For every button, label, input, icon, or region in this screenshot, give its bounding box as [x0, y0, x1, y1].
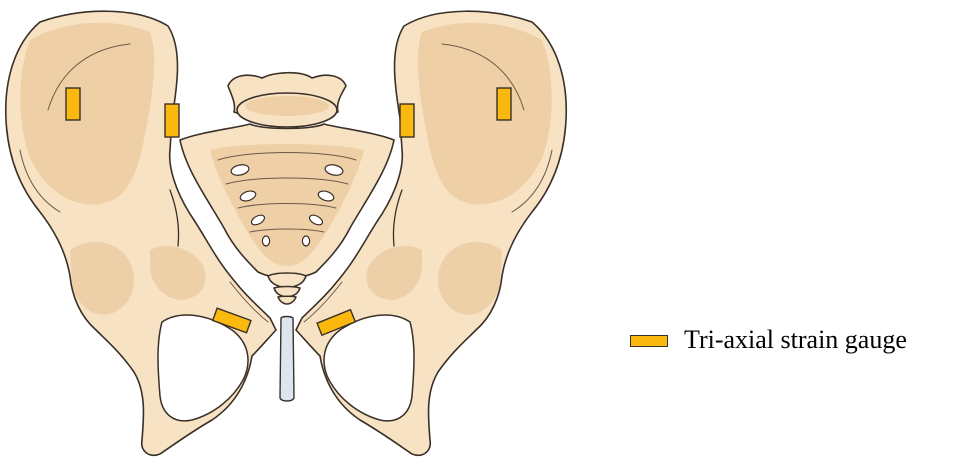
strain-gauge-right-iliac-outer [497, 88, 511, 120]
legend-label: Tri-axial strain gauge [684, 325, 907, 355]
strain-gauge-right-iliac-inner [400, 104, 414, 137]
pubic-symphysis [280, 317, 294, 402]
strain-gauge-left-iliac-outer [66, 88, 80, 120]
legend-swatch [630, 335, 668, 347]
strain-gauge-left-iliac-inner [165, 104, 179, 137]
coccyx [268, 273, 306, 304]
